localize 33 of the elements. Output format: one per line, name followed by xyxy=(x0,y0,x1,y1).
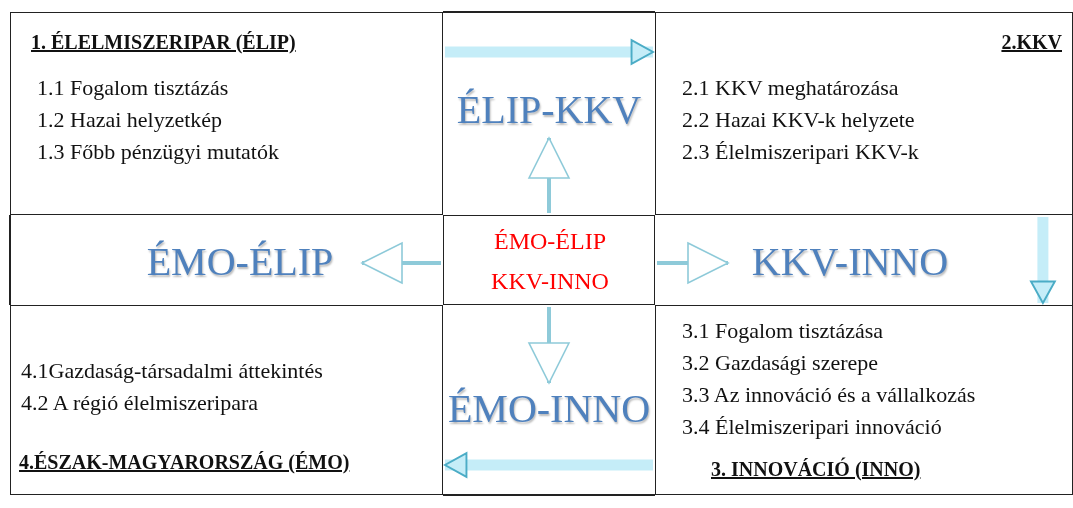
topic-item: 4.1Gazdaság-társadalmi áttekintés xyxy=(21,358,323,384)
topic-item: 1.3 Főbb pénzügyi mutatók xyxy=(37,139,279,165)
topic-item: 3.4 Élelmiszeripari innováció xyxy=(682,414,942,440)
section-heading: 4.ÉSZAK-MAGYARORSZÁG (ÉMO) xyxy=(19,451,350,474)
topic-item: 2.2 Hazai KKV-k helyzete xyxy=(682,107,915,133)
topic-item: 4.2 A régió élelmiszeripara xyxy=(21,390,259,416)
section-heading: 3. INNOVÁCIÓ (INNO) xyxy=(711,458,921,481)
outline-arrow xyxy=(361,242,441,284)
outline-arrow xyxy=(657,242,729,284)
topic-panel xyxy=(655,305,1073,495)
section-heading: 2.KKV xyxy=(1001,31,1062,54)
topic-item: 2.1 KKV meghatározása xyxy=(682,75,899,101)
block-arrow xyxy=(444,452,653,478)
topic-panel xyxy=(655,12,1073,215)
link-label: KKV-INNO xyxy=(750,238,950,285)
section-heading: 1. ÉLELMISZERIPAR (ÉLIP) xyxy=(31,31,296,54)
link-label: ÉLIP-KKV xyxy=(455,86,643,133)
link-label: ÉMO-INNO xyxy=(446,385,652,432)
topic-item: 3.1 Fogalom tisztázása xyxy=(682,318,883,344)
topic-panel xyxy=(443,215,655,305)
topic-panel xyxy=(10,305,443,495)
block-arrow xyxy=(445,39,654,65)
topic-panel xyxy=(10,12,443,215)
topic-item: 1.2 Hazai helyzetkép xyxy=(37,107,223,133)
outline-arrow xyxy=(528,137,570,213)
center-label: ÉMO-ÉLIP KKV-INNO xyxy=(490,227,610,296)
topic-item: 3.2 Gazdasági szerepe xyxy=(682,350,879,376)
block-arrow xyxy=(1030,217,1056,304)
link-label: ÉMO-ÉLIP xyxy=(145,238,335,285)
topic-item: 1.1 Fogalom tisztázás xyxy=(37,75,229,101)
topic-item: 3.3 Az innováció és a vállalkozás xyxy=(682,382,976,408)
topic-item: 2.3 Élelmiszeripari KKV-k xyxy=(682,139,919,165)
outline-arrow xyxy=(528,307,570,384)
